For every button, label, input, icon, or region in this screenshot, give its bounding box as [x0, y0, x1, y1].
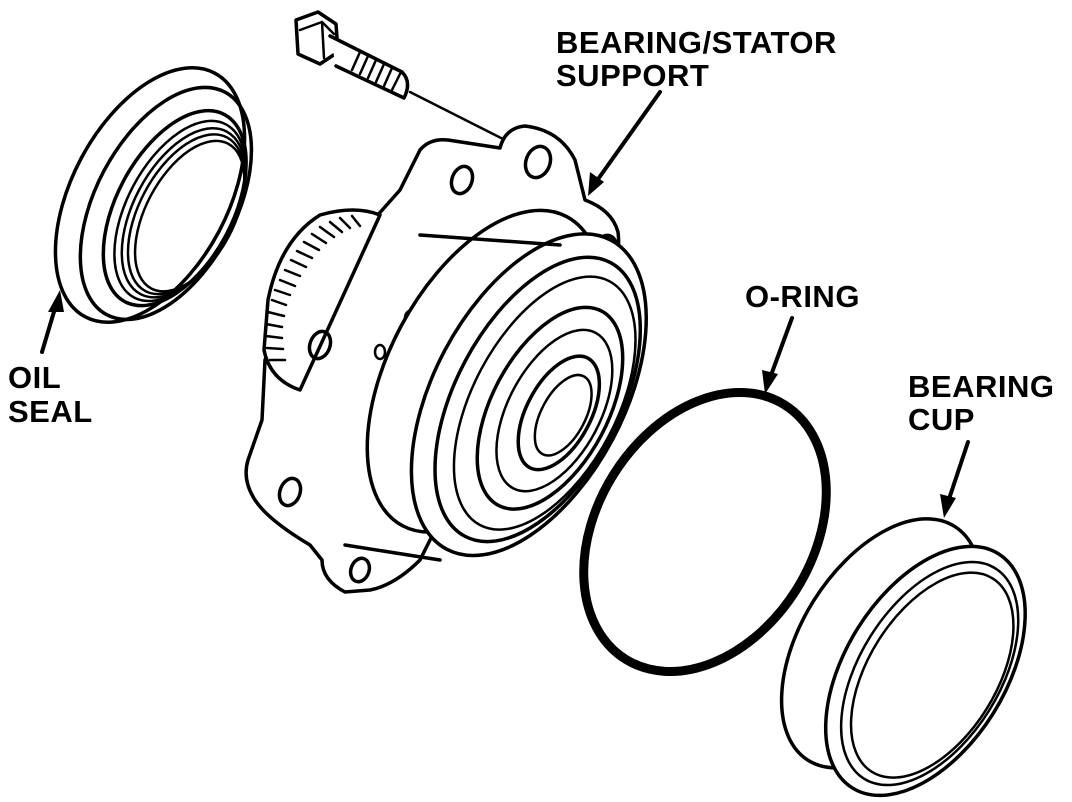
label-bearing-cup-line1: BEARING: [908, 369, 1054, 404]
bolt: [294, 10, 507, 142]
leader-bearing-cup: [940, 440, 970, 518]
label-bearing-stator-support-line2: SUPPORT: [556, 58, 709, 93]
label-bearing-cup-line2: CUP: [908, 402, 975, 437]
o-ring: [579, 388, 831, 676]
leader-bearing-stator-support: [588, 90, 662, 196]
leader-o-ring: [762, 316, 794, 394]
label-o-ring: O-RING: [745, 279, 860, 314]
bearing-stator-support: [244, 124, 648, 594]
label-oil-seal-line1: OIL: [8, 360, 61, 395]
bearing-cup: [779, 517, 1027, 798]
leader-oil-seal: [40, 290, 64, 354]
oil-seal: [53, 66, 254, 324]
label-oil-seal-line2: SEAL: [8, 394, 93, 429]
label-bearing-stator-support-line1: BEARING/STATOR: [556, 25, 837, 60]
